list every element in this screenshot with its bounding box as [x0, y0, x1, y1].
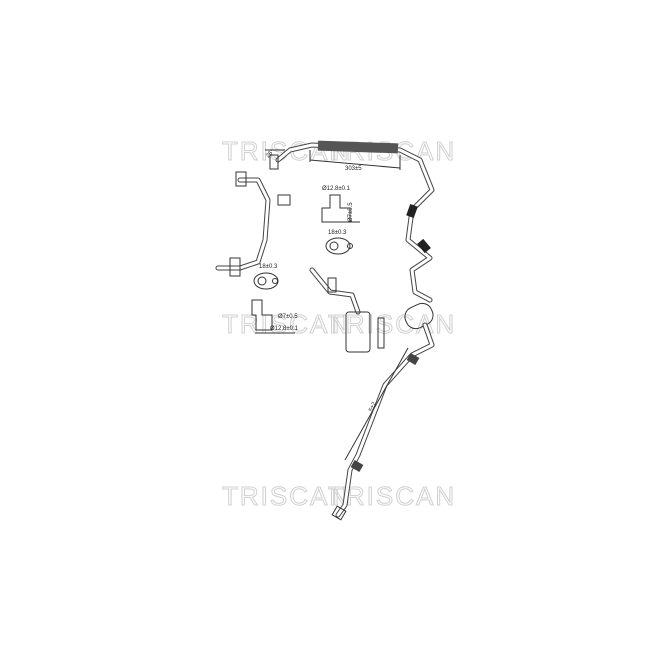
dimension-label: 5±2 [368, 401, 378, 413]
dimension-label: 18±0.3 [328, 230, 347, 236]
lower-hose: 5±2 [331, 302, 435, 521]
fitting-detail-top: Ø12.8±0.1 Ø7±0.5 18±0.3 [321, 186, 360, 255]
dimension-label: Ø12.8±0.1 [270, 326, 299, 332]
watermark: TRISCAN [222, 309, 350, 339]
fitting-detail-left: 18±0.3 Ø7±0.5 Ø12.8±0.1 [251, 264, 299, 334]
upper-hose: 303±5 [275, 140, 435, 303]
watermark: TRISCAN [328, 309, 456, 339]
angle-label: 26° [265, 148, 276, 159]
dimension-label: Ø7±0.5 [348, 202, 354, 222]
dimension-label: Ø12.8±0.1 [322, 186, 351, 192]
receiver-drier [309, 267, 385, 353]
dimension-label: Ø7±0.5 [278, 314, 298, 320]
dimension-label: 303±5 [345, 166, 362, 172]
watermark: TRISCAN [222, 481, 350, 511]
dimension-label: 18±0.3 [259, 264, 278, 270]
hose-sleeve [317, 140, 399, 154]
left-branch-hose: 26° [215, 148, 291, 277]
